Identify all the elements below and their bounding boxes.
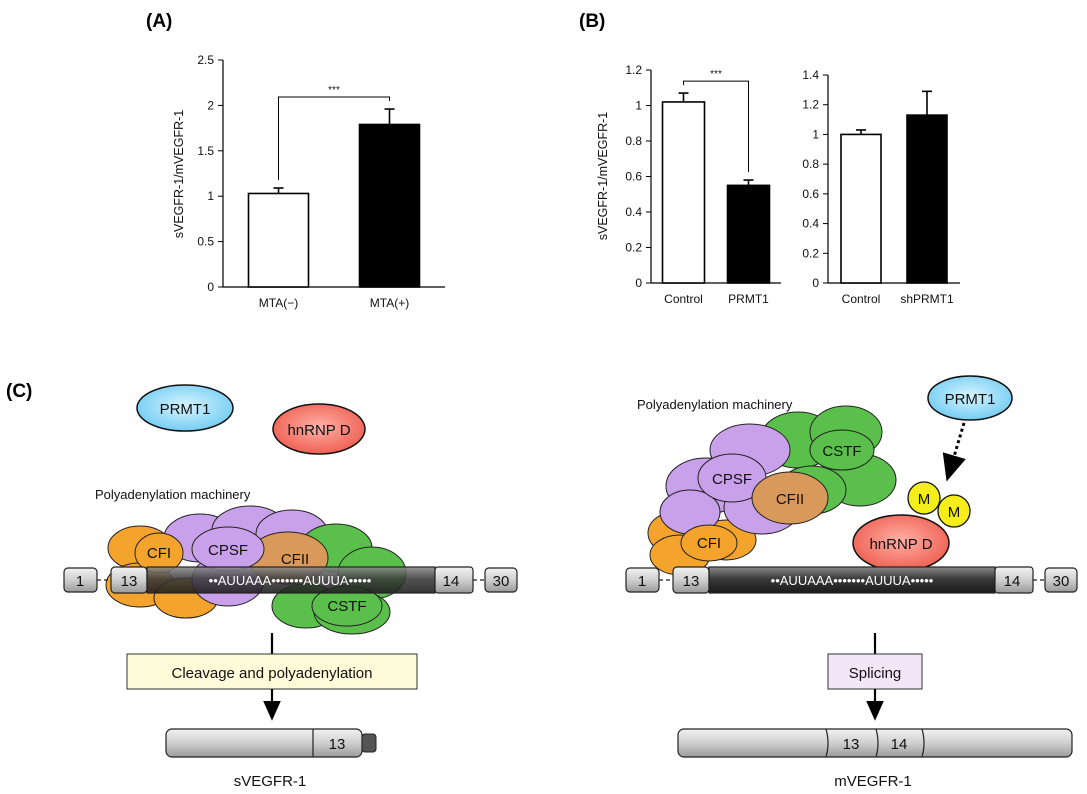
b2-ytick-label: 0.2: [802, 246, 819, 260]
a-ytick-label: 2: [207, 98, 214, 112]
hnrnpd-label-left: hnRNP D: [287, 422, 350, 439]
process-label-right: Splicing: [849, 665, 902, 682]
cstf-label-right: CSTF: [822, 443, 861, 460]
product-label-left: sVEGFR-1: [234, 773, 307, 790]
b2-ytick-label: 0.8: [802, 157, 819, 171]
exon13-label-left: 13: [121, 573, 138, 590]
methyl-label-2: M: [948, 504, 961, 521]
process-box-right: [827, 653, 923, 690]
cpsf-label-left: CPSF: [208, 542, 248, 559]
b1-ytick-label: 0: [635, 276, 642, 290]
methyl-group-2: [937, 494, 971, 528]
a-bar: [358, 123, 421, 288]
gene-left: 1 ••AUUAAA•••••••AUUUA••••• 13 14 30: [63, 566, 518, 594]
b2-ytick-label: 0: [812, 276, 819, 290]
a-ytick-label: 2.5: [197, 53, 214, 67]
b1-category-label: Control: [664, 292, 703, 306]
b1-ytick-label: 0.4: [625, 205, 642, 219]
a-ytick-label: 1.5: [197, 144, 214, 158]
product-right: 13 14: [677, 728, 1073, 758]
prmt1-label-left: PRMT1: [160, 401, 211, 418]
b1-ytick-label: 0.8: [625, 134, 642, 148]
exon14-label-left: 14: [443, 573, 460, 590]
product-exon13-right: 13: [843, 736, 860, 753]
cfii-blob-right: [751, 471, 829, 525]
cfii-label-right: CFII: [776, 491, 804, 508]
panel-a-ylabel: sVEGFR-1/mVEGFR-1: [172, 110, 186, 239]
methyl-group-1: [907, 481, 941, 515]
prmt1-protein-left: [136, 384, 234, 432]
cfi-label-right: CFI: [697, 535, 721, 552]
product-label-right: mVEGFR-1: [834, 773, 912, 790]
panel-a-label: (A): [146, 11, 172, 32]
cstf-blob-right: [809, 429, 875, 471]
sequence-left: ••AUUAAA•••••••AUUUA•••••: [209, 573, 372, 588]
cpsf-label-right: CPSF: [712, 471, 752, 488]
sequence-right: ••AUUAAA•••••••AUUUA•••••: [771, 573, 934, 588]
a-ytick-label: 1: [207, 189, 214, 203]
b2-ytick-label: 1: [812, 127, 819, 141]
b1-bar: [661, 101, 706, 284]
machinery-cluster-right: [647, 405, 897, 576]
methyl-label-1: M: [918, 491, 931, 508]
b2-ytick-label: 0.6: [802, 187, 819, 201]
b1-significance-stars: ***: [710, 69, 722, 80]
b1-ytick-label: 1: [635, 99, 642, 113]
gene-right: 1 ••AUUAAA•••••••AUUUA••••• 13 14 30: [625, 566, 1078, 594]
product-exon-left: 13: [329, 736, 346, 753]
cstf-label-left: CSTF: [327, 598, 366, 615]
a-significance-stars: ***: [328, 85, 340, 96]
left-schematic: PRMT1 hnRNP D Polyadenylation machinery …: [63, 384, 518, 790]
b2-category-label: Control: [842, 292, 881, 306]
a-significance-bracket: [278, 96, 390, 181]
panel-b-label: (B): [579, 11, 605, 32]
b1-significance-bracket: [683, 80, 749, 173]
machinery-label-right: Polyadenylation machinery: [637, 397, 793, 412]
product-left: 13: [165, 728, 377, 758]
exon1-label-left: 1: [76, 573, 84, 590]
right-schematic: Polyadenylation machinery PRMT1 CPSF CST…: [625, 375, 1078, 790]
hnrnpd-protein-left: [272, 403, 366, 455]
b1-category-label: PRMT1: [728, 292, 769, 306]
a-category-label: MTA(−): [259, 296, 298, 310]
methylation-arrow: [942, 422, 966, 482]
exon14-label-right: 14: [1004, 573, 1021, 590]
b2-ytick-label: 1.2: [802, 98, 819, 112]
a-ytick-label: 0.5: [197, 235, 214, 249]
b1-bar: [726, 184, 771, 284]
hnrnpd-label-right: hnRNP D: [869, 536, 932, 553]
process-label-left: Cleavage and polyadenylation: [172, 665, 373, 682]
cfi-blob-right: [680, 524, 738, 562]
a-ytick-label: 0: [207, 280, 214, 294]
cfii-label-left: CFII: [281, 551, 309, 568]
b2-category-label: shPRMT1: [900, 292, 954, 306]
process-box-left: [126, 653, 418, 690]
exon13-label-right: 13: [683, 573, 700, 590]
panel-c-label: (C): [6, 381, 32, 402]
exon30-label-right: 30: [1053, 573, 1070, 590]
machinery-label-left: Polyadenylation machinery: [95, 487, 251, 502]
b1-ytick-label: 1.2: [625, 63, 642, 77]
b2-bar: [906, 114, 948, 284]
b1-ytick-label: 0.2: [625, 241, 642, 255]
a-category-label: MTA(+): [370, 296, 409, 310]
a-bar: [247, 192, 310, 288]
exon1-label-right: 1: [638, 573, 646, 590]
panel-b-ylabel: sVEGFR-1/mVEGFR-1: [596, 112, 610, 241]
b1-ytick-label: 0.6: [625, 170, 642, 184]
prmt1-label-right: PRMT1: [945, 391, 996, 408]
b2-ytick-label: 0.4: [802, 217, 819, 231]
exon30-label-left: 30: [493, 573, 510, 590]
b2-bar: [840, 133, 882, 284]
product-exon14-right: 14: [891, 736, 908, 753]
prmt1-protein-right: [927, 375, 1013, 421]
b2-ytick-label: 1.4: [802, 68, 819, 82]
cfi-label-left: CFI: [147, 545, 171, 562]
